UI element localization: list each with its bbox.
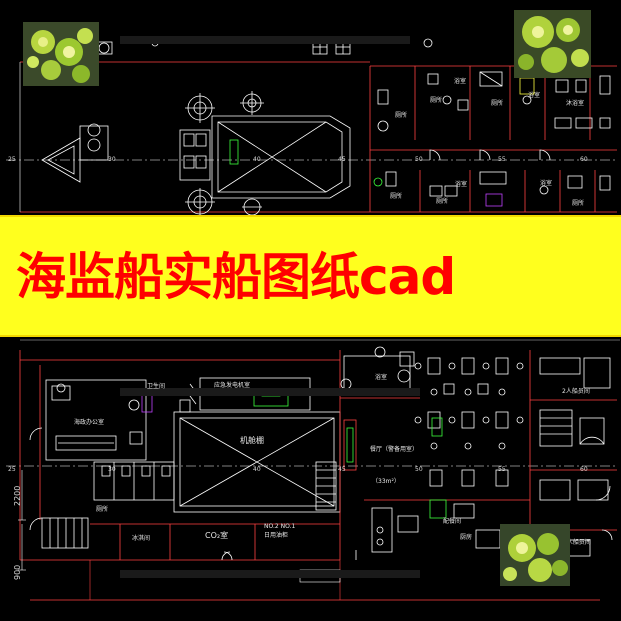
room-label: 厕所 xyxy=(390,193,403,200)
room-label: 厕所 xyxy=(430,97,443,104)
dimension-text: 2200 xyxy=(13,485,22,506)
room-label: 厕所 xyxy=(395,112,408,119)
room-label: 厕所 xyxy=(572,200,585,207)
dimension-text: 900 xyxy=(13,564,22,580)
flower-photo-top-left xyxy=(23,22,99,86)
room-label: 浴室 xyxy=(455,181,468,188)
room-label: 浴室 xyxy=(454,78,467,85)
room-label: 沐浴室 xyxy=(566,100,585,107)
room-label: 应急发电机室 xyxy=(214,382,251,389)
top-plan xyxy=(6,38,617,216)
frame-number: 55 xyxy=(498,156,506,163)
frame-number: 30 xyxy=(108,466,116,473)
room-label: CO₂室 xyxy=(205,531,229,540)
room-label: 厕所 xyxy=(491,100,504,107)
room-label: 浴室 xyxy=(528,92,541,99)
title-banner: 海监船实船图纸cad xyxy=(0,215,621,337)
frame-number: 25 xyxy=(8,156,16,163)
frame-number: 60 xyxy=(580,156,588,163)
room-label: 厕所 xyxy=(436,198,449,205)
banner-title: 海监船实船图纸cad xyxy=(16,248,456,306)
room-label: 卫生间 xyxy=(147,383,166,390)
room-label: 浴室 xyxy=(540,180,553,187)
room-label: （33m²） xyxy=(372,478,400,485)
room-label: 2人船员间 xyxy=(563,539,591,546)
room-label: 配餐间 xyxy=(443,518,462,525)
frame-number: 55 xyxy=(498,466,506,473)
flower-photo-top-right xyxy=(514,10,591,78)
flower-photo-icon xyxy=(23,22,99,86)
room-label: 海政办公室 xyxy=(74,419,105,426)
frame-number: 25 xyxy=(8,466,16,473)
frame-number: 60 xyxy=(580,466,588,473)
flower-photo-icon xyxy=(500,524,570,586)
room-label: 厨房 xyxy=(460,534,473,541)
frame-number: 30 xyxy=(108,156,116,163)
room-label: 浴室 xyxy=(375,374,388,381)
room-label: 机舱棚 xyxy=(240,436,264,445)
room-label: NO.2 NO.1 xyxy=(264,523,296,530)
room-label: 餐厅（警备用室） xyxy=(370,446,419,453)
frame-number: 45 xyxy=(338,156,346,163)
room-label: 2人船员间 xyxy=(562,388,590,395)
frame-number: 50 xyxy=(415,156,423,163)
frame-number: 45 xyxy=(338,466,346,473)
room-label: 冰淇间 xyxy=(132,535,151,542)
flower-photo-icon xyxy=(514,10,591,78)
frame-number: 50 xyxy=(415,466,423,473)
frame-number: 40 xyxy=(253,466,261,473)
frame-number: 40 xyxy=(253,156,261,163)
room-label: 日用油柜 xyxy=(264,532,289,539)
flower-photo-bottom-right xyxy=(500,524,570,586)
room-label: 厕所 xyxy=(96,506,109,513)
